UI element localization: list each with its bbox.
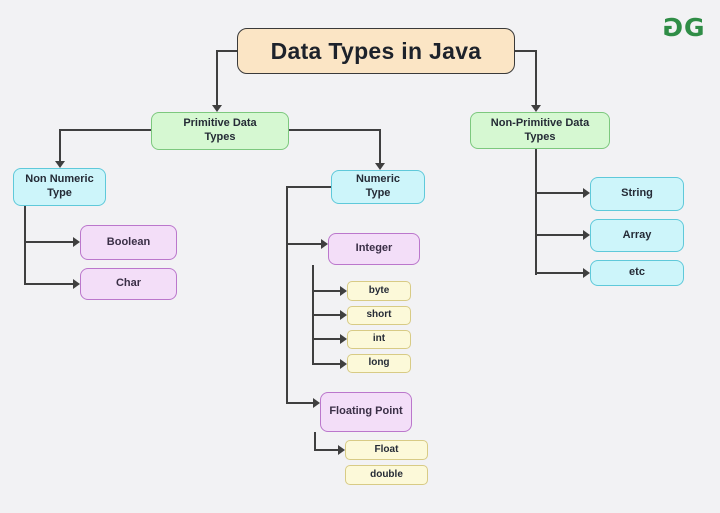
connector-line — [379, 129, 381, 164]
svg-text:G: G — [662, 13, 683, 42]
connector-line — [59, 129, 151, 131]
arrowhead — [340, 359, 347, 369]
node-floating-point: Floating Point — [320, 392, 412, 432]
arrowhead — [321, 239, 328, 249]
connector-line — [24, 283, 73, 285]
connector-line — [286, 186, 288, 404]
connector-line — [286, 186, 331, 188]
connector-line — [535, 149, 537, 275]
connector-line — [289, 129, 381, 131]
arrowhead — [73, 237, 80, 247]
node-array: Array — [590, 219, 684, 252]
arrowhead — [55, 161, 65, 168]
connector-line — [535, 234, 584, 236]
node-integer: Integer — [328, 233, 420, 265]
arrowhead — [531, 105, 541, 112]
node-float: Float — [345, 440, 428, 460]
connector-line — [314, 449, 339, 451]
geeksforgeeks-logo: G G — [662, 13, 705, 42]
node-boolean: Boolean — [80, 225, 177, 260]
arrowhead — [340, 334, 347, 344]
connector-line — [312, 338, 341, 340]
connector-line — [24, 241, 73, 243]
arrowhead — [583, 230, 590, 240]
connector-line — [312, 290, 341, 292]
connector-line — [535, 272, 584, 274]
node-long: long — [347, 354, 411, 373]
connector-line — [535, 50, 537, 106]
arrowhead — [340, 286, 347, 296]
node-title: Data Types in Java — [237, 28, 515, 74]
connector-line — [286, 243, 322, 245]
connector-line — [59, 129, 61, 162]
arrowhead — [73, 279, 80, 289]
connector-line — [312, 363, 341, 365]
node-char: Char — [80, 268, 177, 300]
connector-line — [286, 402, 314, 404]
connector-line — [216, 50, 218, 106]
node-byte: byte — [347, 281, 411, 301]
node-primitive-data-types: Primitive Data Types — [151, 112, 289, 150]
arrowhead — [340, 310, 347, 320]
arrowhead — [375, 163, 385, 170]
connector-line — [24, 206, 26, 285]
arrowhead — [338, 445, 345, 455]
connector-line — [314, 432, 316, 451]
arrowhead — [212, 105, 222, 112]
node-short: short — [347, 306, 411, 325]
node-string: String — [590, 177, 684, 211]
arrowhead — [583, 188, 590, 198]
svg-text:G: G — [684, 13, 705, 42]
node-non-primitive-data-types: Non-Primitive Data Types — [470, 112, 610, 149]
node-double: double — [345, 465, 428, 485]
connector-line — [515, 50, 537, 52]
connector-line — [312, 314, 341, 316]
node-int: int — [347, 330, 411, 349]
connector-line — [535, 192, 584, 194]
arrowhead — [583, 268, 590, 278]
node-non-numeric-type: Non Numeric Type — [13, 168, 106, 206]
connector-line — [216, 50, 237, 52]
node-etc: etc — [590, 260, 684, 286]
arrowhead — [313, 398, 320, 408]
node-numeric-type: Numeric Type — [331, 170, 425, 204]
